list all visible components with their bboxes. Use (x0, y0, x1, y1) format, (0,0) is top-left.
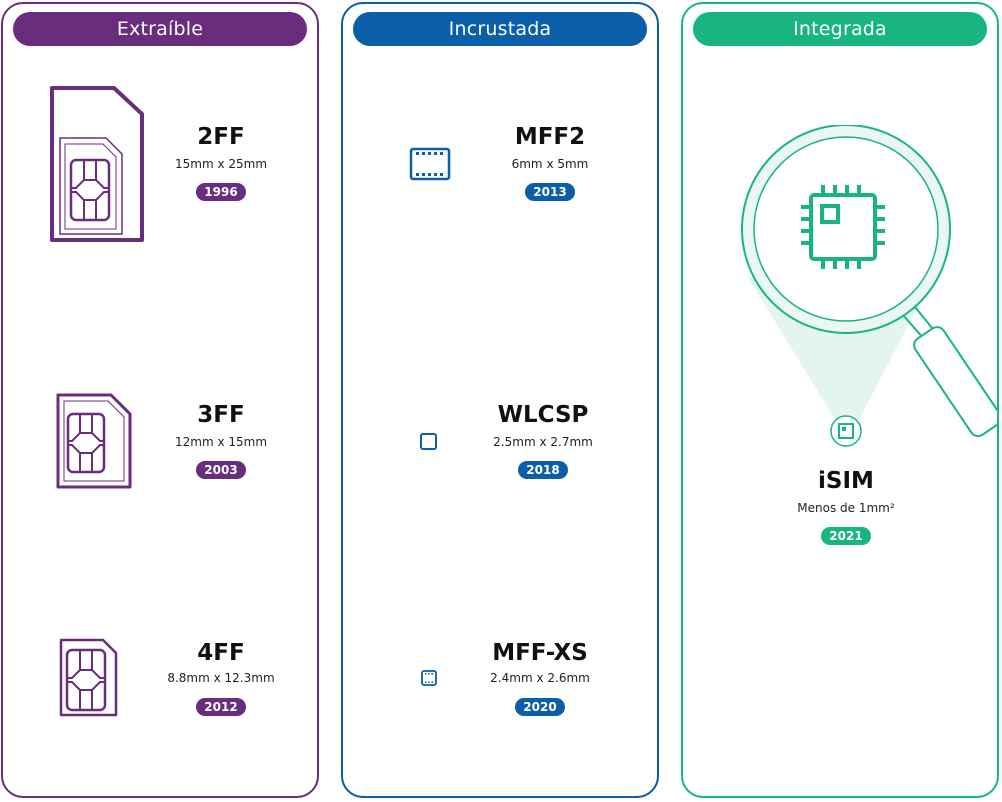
item-size-4ff: 8.8mm x 12.3mm (167, 671, 275, 685)
item-name-3ff: 3FF (197, 402, 245, 428)
mff2-chip-icon (409, 147, 451, 181)
column-title-embedded: Incrustada (353, 12, 647, 46)
year-badge-mff2: 2013 (525, 183, 575, 201)
column-title-integrated: Integrada (693, 12, 987, 46)
column-integrated: Integrada (681, 2, 999, 798)
sim-card-2ff-icon (50, 86, 144, 242)
year-badge-isim: 2021 (821, 527, 871, 545)
year-badge-2ff: 1996 (196, 183, 246, 201)
column-removable: Extraíble (1, 2, 319, 798)
item-size-3ff: 12mm x 15mm (174, 435, 268, 449)
year-badge-mff-xs: 2020 (515, 698, 565, 716)
year-badge-3ff: 2003 (196, 461, 246, 479)
item-name-isim: iSIM (818, 468, 874, 494)
wlcsp-chip-icon (420, 433, 437, 450)
item-name-2ff: 2FF (197, 124, 245, 150)
column-embedded: Incrustada (341, 2, 659, 798)
year-badge-4ff: 2012 (196, 698, 246, 716)
item-name-4ff: 4FF (197, 640, 245, 666)
item-size-2ff: 15mm x 25mm (174, 157, 268, 171)
item-name-wlcsp: WLCSP (497, 402, 589, 428)
magnifier-chip-icon (741, 125, 997, 447)
item-size-wlcsp: 2.5mm x 2.7mm (493, 435, 593, 449)
sim-card-3ff-icon (56, 393, 132, 489)
sim-card-4ff-icon (59, 638, 118, 717)
item-size-mff-xs: 2.4mm x 2.6mm (490, 671, 590, 685)
column-title-removable: Extraíble (13, 12, 307, 46)
item-name-mff2: MFF2 (514, 124, 586, 150)
item-name-mff-xs: MFF-XS (492, 640, 588, 666)
item-size-isim: Menos de 1mm² (797, 501, 895, 515)
item-size-mff2: 6mm x 5mm (511, 157, 589, 171)
year-badge-wlcsp: 2018 (518, 461, 568, 479)
mff-xs-chip-icon (421, 670, 437, 686)
